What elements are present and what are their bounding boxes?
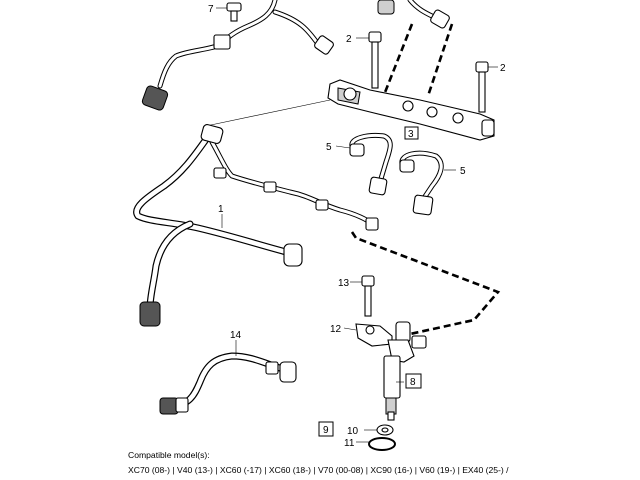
callout-8-box bbox=[405, 373, 422, 389]
washer-10 bbox=[364, 424, 394, 436]
bolt-2-right bbox=[475, 61, 498, 113]
dashed-line-c bbox=[350, 231, 501, 336]
dashed-line-a bbox=[380, 23, 414, 101]
callout-12: 12 bbox=[330, 324, 342, 335]
compatible-models-list: XC70 (08-) | V40 (13-) | XC60 (-17) | XC… bbox=[128, 465, 509, 475]
top-fittings bbox=[377, 0, 450, 29]
callout-2-right: 2 bbox=[500, 63, 506, 74]
bolt-13 bbox=[350, 275, 375, 317]
hose-14 bbox=[159, 340, 297, 415]
callout-11: 11 bbox=[344, 438, 355, 449]
compatible-models-label: Compatible model(s): bbox=[128, 450, 210, 460]
return-pipe-top bbox=[141, 0, 334, 111]
fuel-rail bbox=[205, 79, 495, 141]
callout-14: 14 bbox=[230, 330, 242, 341]
callout-1: 1 bbox=[218, 204, 224, 215]
pipe-clip bbox=[213, 34, 231, 50]
injector-pipe-right bbox=[399, 150, 456, 216]
callout-5-right: 5 bbox=[460, 166, 466, 177]
compatibility-footer: Compatible model(s): XC70 (08-) | V40 (1… bbox=[128, 448, 640, 478]
injector-pipe-left bbox=[335, 133, 393, 196]
callout-3: 3 bbox=[408, 129, 414, 140]
injector-8 bbox=[383, 321, 427, 421]
callout-2-left: 2 bbox=[346, 34, 352, 45]
callout-10: 10 bbox=[347, 426, 359, 437]
bolt-7 bbox=[216, 2, 242, 22]
callout-9: 9 bbox=[323, 425, 329, 436]
fuel-hose-1 bbox=[133, 124, 379, 327]
callout-8: 8 bbox=[410, 377, 416, 388]
quick-connector bbox=[141, 85, 169, 111]
o-ring-11 bbox=[356, 437, 396, 451]
dashed-line-b bbox=[426, 23, 454, 97]
pipe-nut bbox=[314, 35, 334, 55]
callout-13: 13 bbox=[338, 278, 350, 289]
clamp-12 bbox=[343, 323, 393, 347]
bolt-2-left bbox=[356, 31, 382, 89]
callout-7: 7 bbox=[208, 4, 214, 15]
callout-9-box bbox=[318, 421, 334, 437]
callout-5-left: 5 bbox=[326, 142, 332, 153]
callout-3-box bbox=[404, 126, 419, 140]
